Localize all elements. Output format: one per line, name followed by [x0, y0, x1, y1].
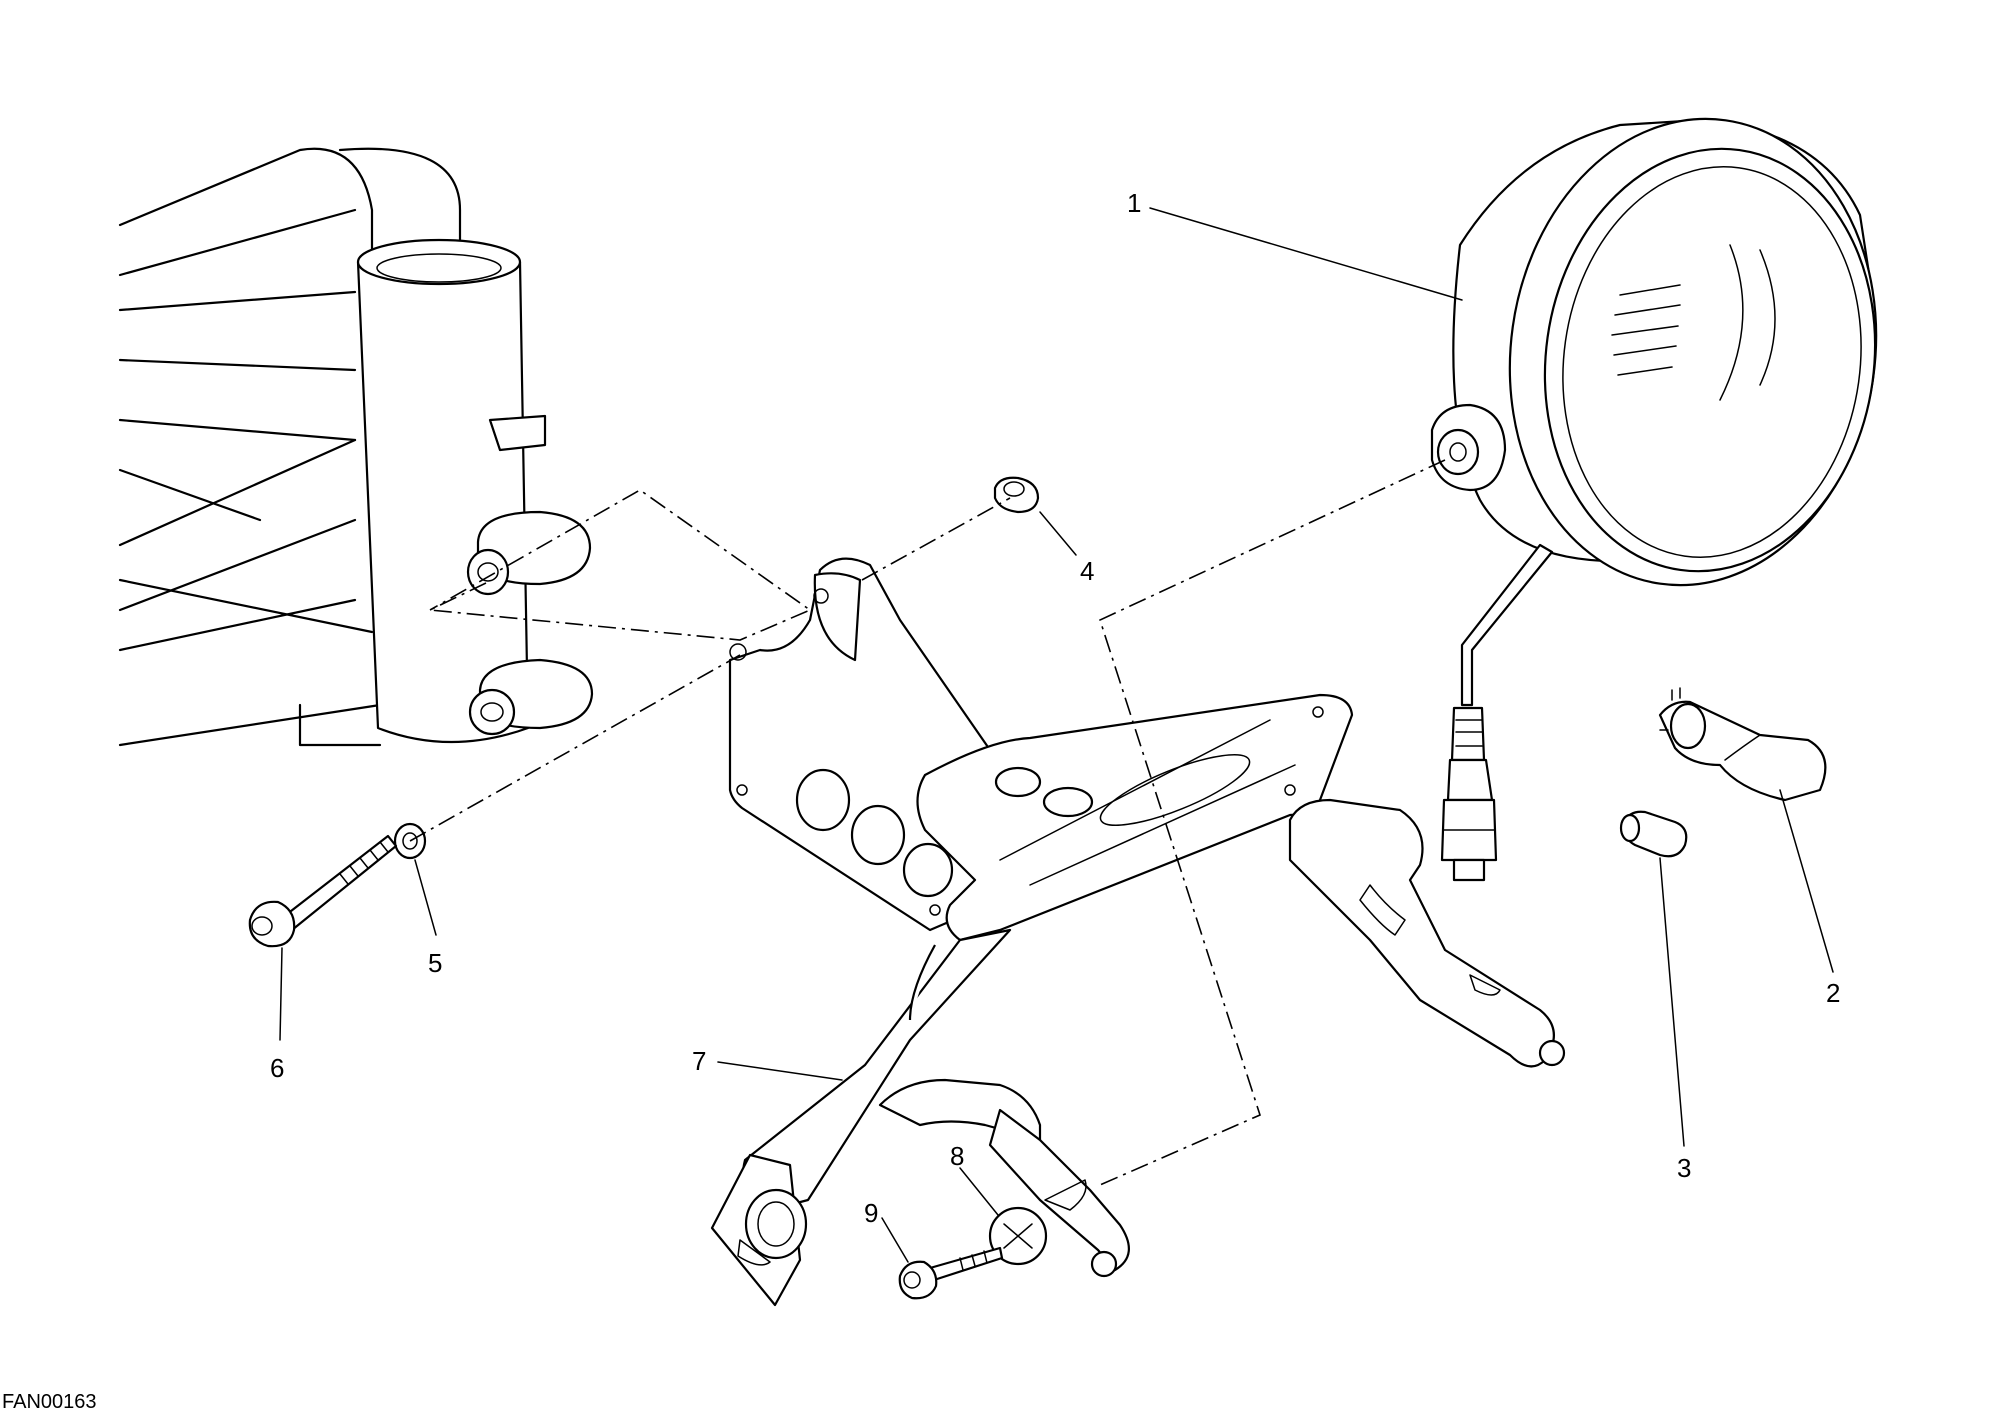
- flange-screw: [898, 1246, 1004, 1300]
- callout-6: 6: [270, 1053, 284, 1083]
- assembly-lines: [409, 459, 1446, 1186]
- fork-tube: [356, 238, 594, 744]
- radiator-frame: [118, 147, 462, 747]
- callout-8: 8: [950, 1141, 964, 1171]
- callout-7: 7: [692, 1046, 706, 1076]
- headlamp: [1430, 117, 1878, 882]
- drawing-code: FAN00163: [2, 1391, 97, 1413]
- leader-lines: [279, 207, 1834, 1263]
- callout-1: 1: [1127, 188, 1141, 218]
- callout-3: 3: [1677, 1153, 1691, 1183]
- callout-labels: 1 2 3 4 5 6 7 8 9: [270, 188, 1840, 1228]
- callout-2: 2: [1826, 978, 1840, 1008]
- callout-5: 5: [428, 948, 442, 978]
- headlamp-bracket: [710, 557, 1566, 1307]
- parking-bulb: [1619, 810, 1688, 858]
- callout-4: 4: [1080, 556, 1094, 586]
- headlamp-bulb: [1658, 687, 1827, 802]
- nut: [993, 476, 1040, 514]
- callout-9: 9: [864, 1198, 878, 1228]
- cap-screw: [248, 834, 398, 948]
- grommet: [988, 1206, 1048, 1266]
